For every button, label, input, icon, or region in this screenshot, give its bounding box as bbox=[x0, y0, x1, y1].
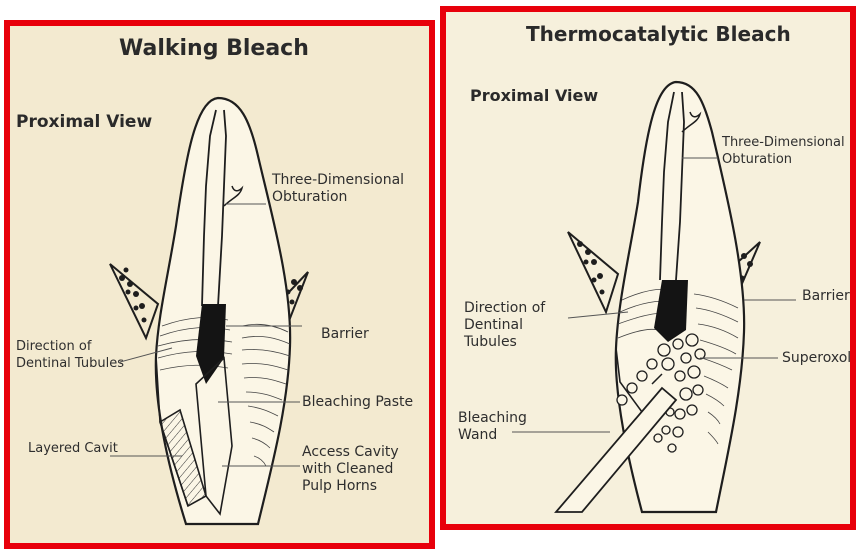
barrier-label: Barrier bbox=[802, 288, 850, 305]
alveolar-bone-left bbox=[568, 232, 618, 312]
obturation-label: Three-Dimensional Obturation bbox=[272, 172, 422, 206]
wand-label: Bleaching Wand bbox=[458, 410, 528, 444]
thermocatalytic-bleach-panel: Thermocatalytic Bleach Proximal View Thr… bbox=[440, 6, 856, 530]
view-label: Proximal View bbox=[470, 86, 598, 105]
paste-label: Bleaching Paste bbox=[302, 394, 413, 411]
barrier-label: Barrier bbox=[321, 326, 369, 343]
panel-title: Thermocatalytic Bleach bbox=[526, 22, 791, 46]
obturation-label: Three-Dimensional Obturation bbox=[722, 134, 846, 168]
panel-title: Walking Bleach bbox=[119, 36, 309, 61]
cavit-label: Layered Cavit bbox=[28, 440, 118, 457]
alveolar-bone-left bbox=[110, 264, 158, 338]
walking-bleach-panel: Walking Bleach Proximal View Three-Dimen… bbox=[4, 20, 435, 549]
superoxol-label: Superoxol bbox=[782, 350, 851, 367]
view-label: Proximal View bbox=[16, 112, 152, 132]
tubules-label: Direction of Dentinal Tubules bbox=[464, 300, 574, 351]
tubules-label: Direction of Dentinal Tubules bbox=[16, 338, 136, 372]
access-cavity-label: Access Cavity with Cleaned Pulp Horns bbox=[302, 444, 422, 495]
